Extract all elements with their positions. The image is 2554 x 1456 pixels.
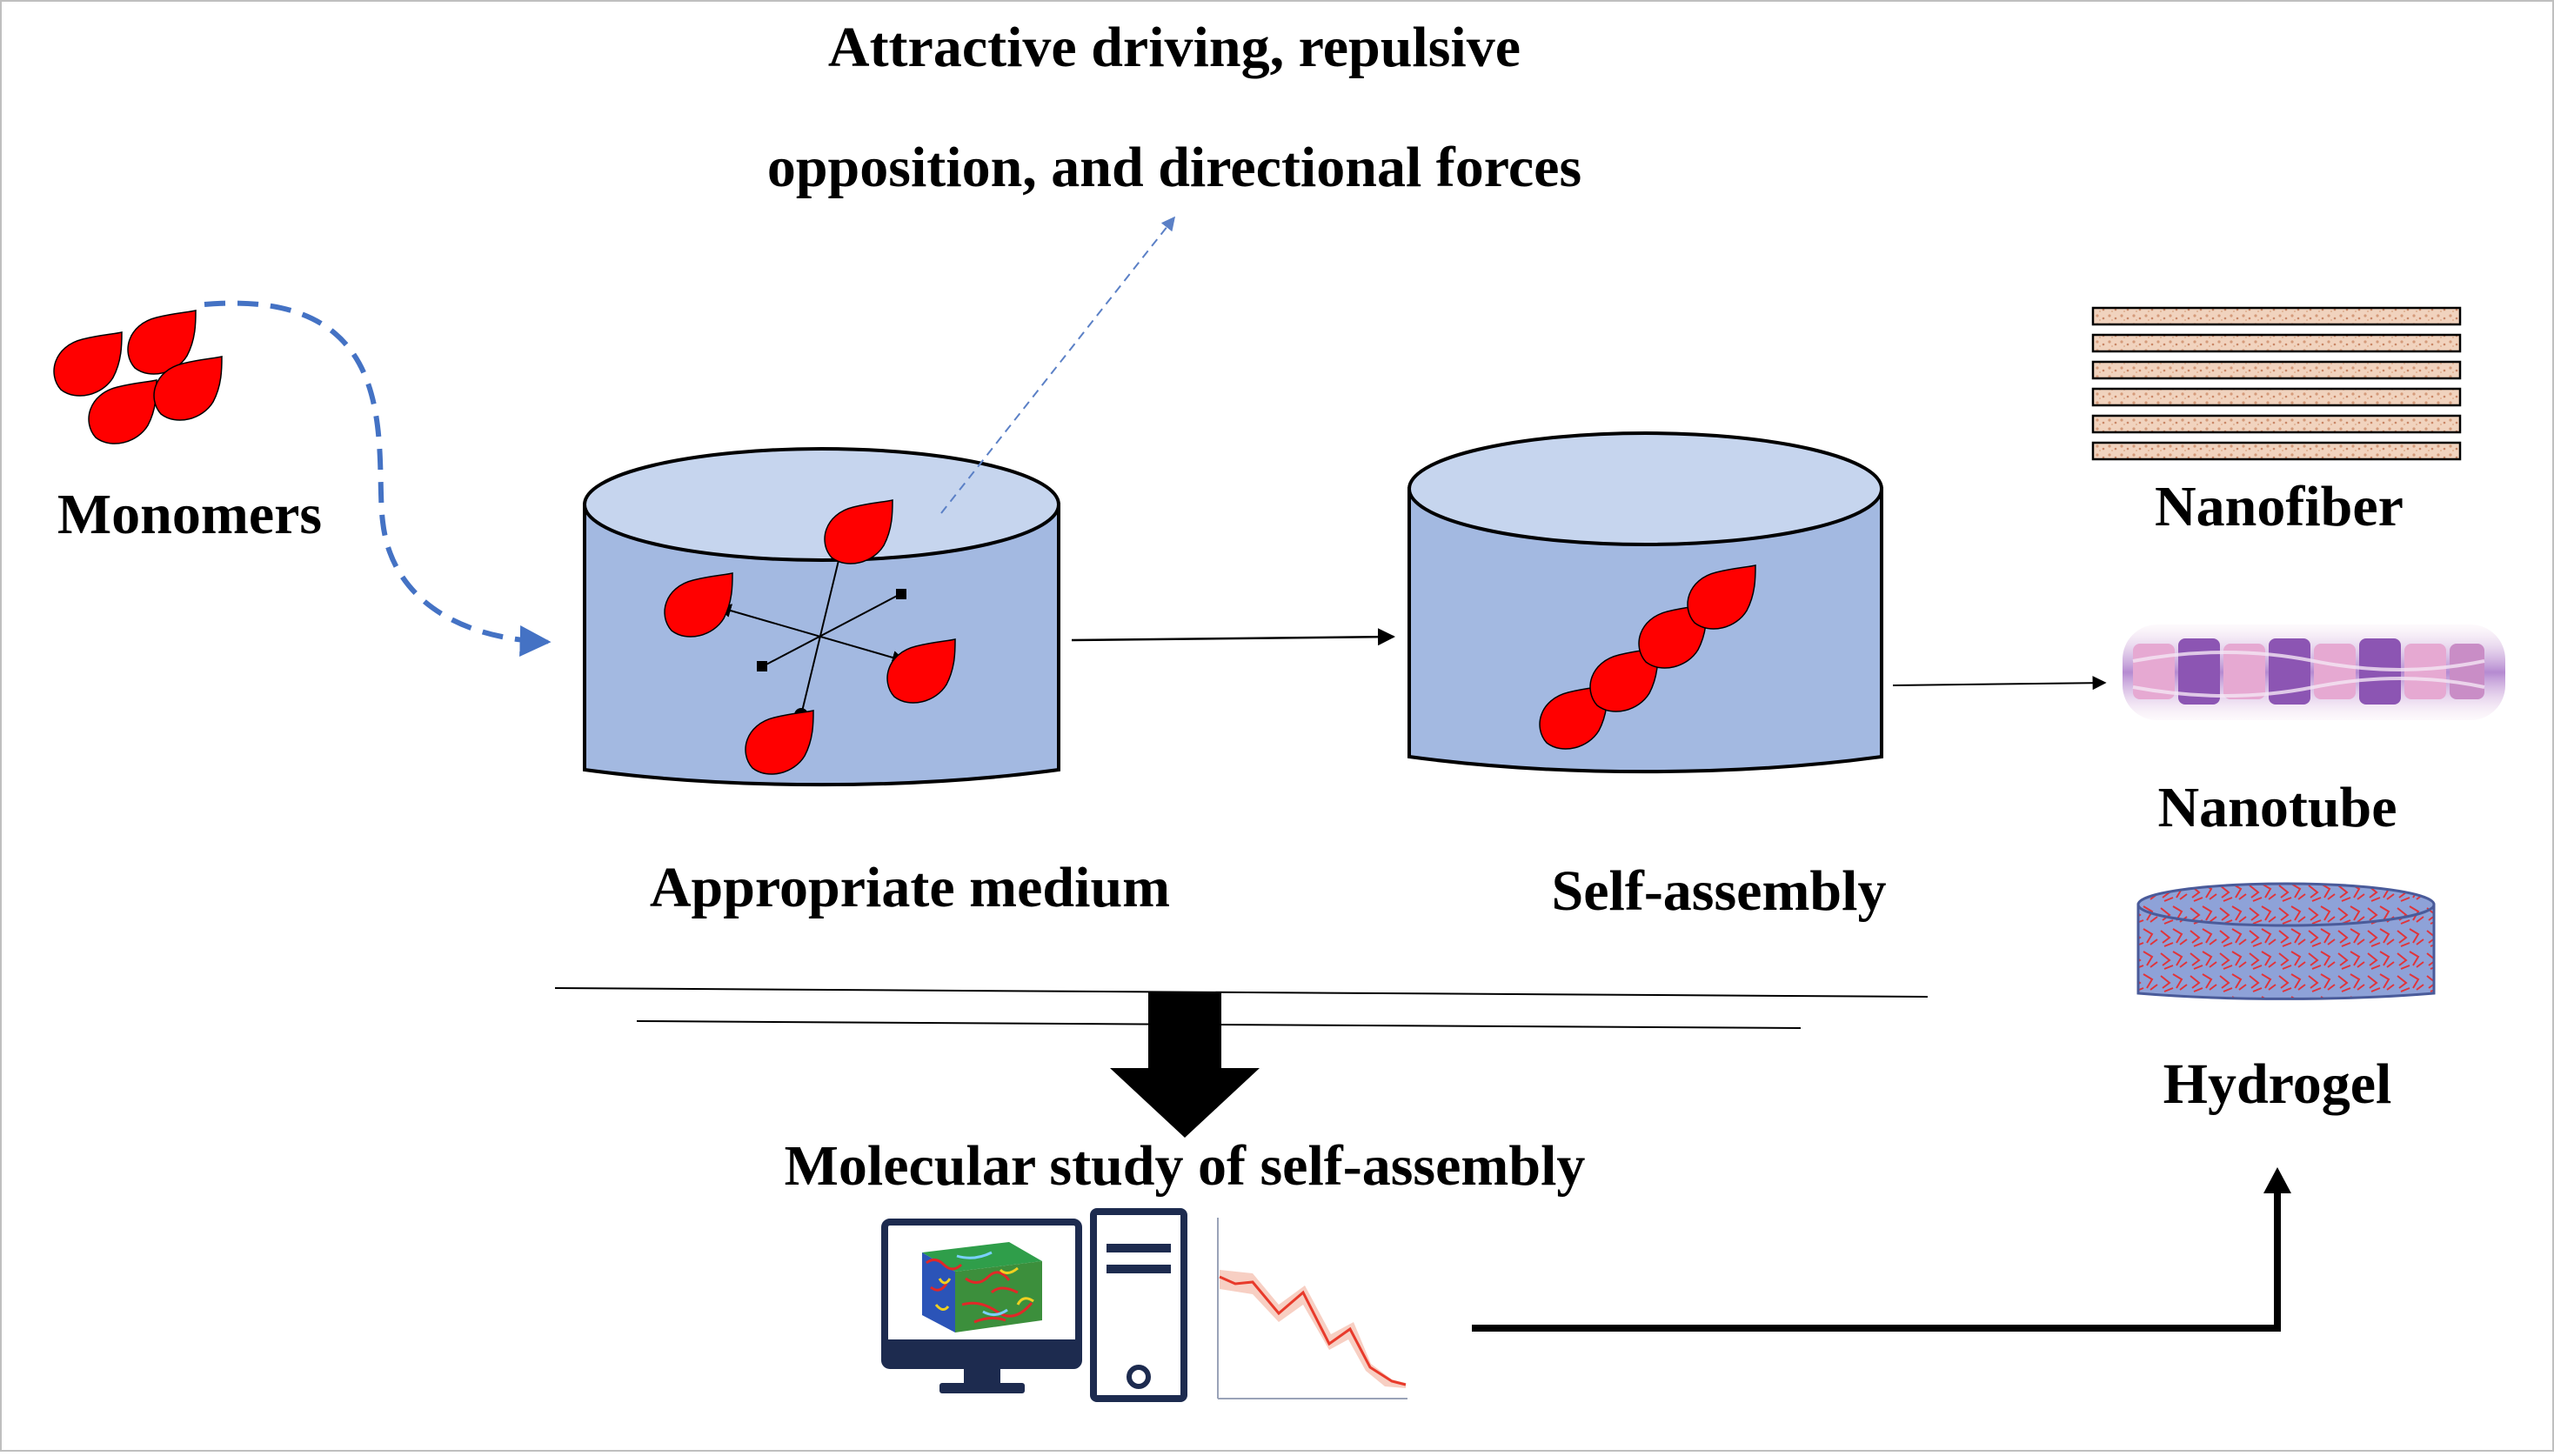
- computer-monitor-icon: [881, 1219, 1082, 1393]
- arrow-medium-to-assembly: [1071, 628, 1395, 646]
- nanofiber-label: Nanofiber: [2155, 475, 2404, 538]
- medium-cylinder: [583, 447, 1060, 787]
- arrow-study-to-products: [1472, 1185, 2281, 1332]
- assembly-cylinder: [1407, 431, 1883, 774]
- molecular-study-label: Molecular study of self-assembly: [785, 1134, 1586, 1198]
- divider-line-upper: [554, 987, 1929, 998]
- arrowhead-up-icon: [2263, 1167, 2291, 1193]
- nanotube-label: Nanotube: [2157, 776, 2397, 839]
- hydrogel-label: Hydrogel: [2163, 1052, 2392, 1116]
- forces-label-line2: opposition, and directional forces: [767, 136, 1581, 199]
- forces-label-line1: Attractive driving, repulsive: [828, 16, 1521, 79]
- monomers-label: Monomers: [57, 483, 322, 546]
- computer-tower-icon: [1090, 1208, 1187, 1402]
- line-plot-icon: [1217, 1218, 1407, 1399]
- down-arrow-icon: [1110, 992, 1260, 1138]
- forces-pointer-line: [940, 216, 1175, 514]
- hydrogel-icon: [2136, 882, 2436, 1000]
- appropriate-medium-label: Appropriate medium: [650, 856, 1170, 919]
- nanotube-icon: [2123, 624, 2505, 720]
- arrow-assembly-to-products: [1892, 676, 2107, 691]
- dashed-arrow-to-medium: [204, 300, 552, 658]
- self-assembly-label: Self-assembly: [1552, 859, 1887, 923]
- molecular-box-image: [922, 1242, 1042, 1332]
- nanofiber-icon: [2091, 306, 2462, 461]
